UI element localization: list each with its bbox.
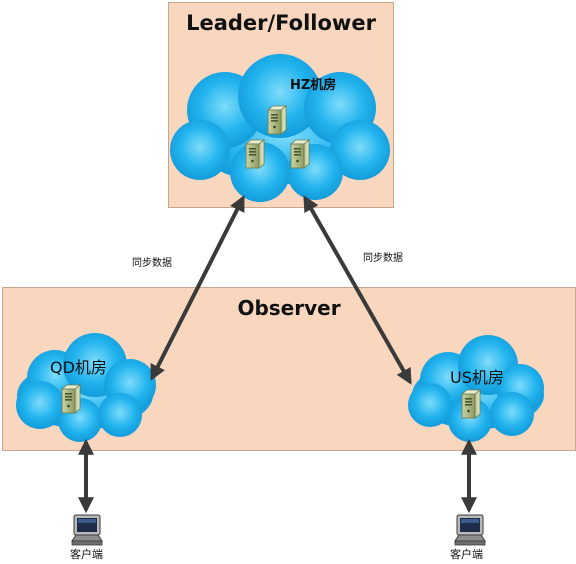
us-cloud-icon <box>408 335 544 442</box>
sync-label-right: 同步数据 <box>363 253 403 264</box>
server-icon <box>61 384 81 414</box>
sync-arrow-left <box>150 195 245 381</box>
monitor-icon <box>71 514 103 546</box>
client-label-left: 客户端 <box>70 548 103 561</box>
monitor-icon <box>454 514 486 546</box>
sync-label-left: 同步数据 <box>132 258 172 269</box>
server-icon <box>461 389 481 419</box>
client-label-right: 客户端 <box>450 548 483 561</box>
qd-room-label: QD机房 <box>50 358 107 377</box>
server-icon <box>245 139 265 169</box>
hz-cloud-icon <box>170 54 390 202</box>
qd-cloud-icon <box>16 333 156 442</box>
sync-arrow-right <box>303 195 412 385</box>
us-room-label: US机房 <box>450 368 504 387</box>
server-icon <box>290 139 310 169</box>
leader-follower-title: Leader/Follower <box>186 11 376 35</box>
hz-room-label: HZ机房 <box>290 78 337 93</box>
server-icon <box>267 105 287 135</box>
